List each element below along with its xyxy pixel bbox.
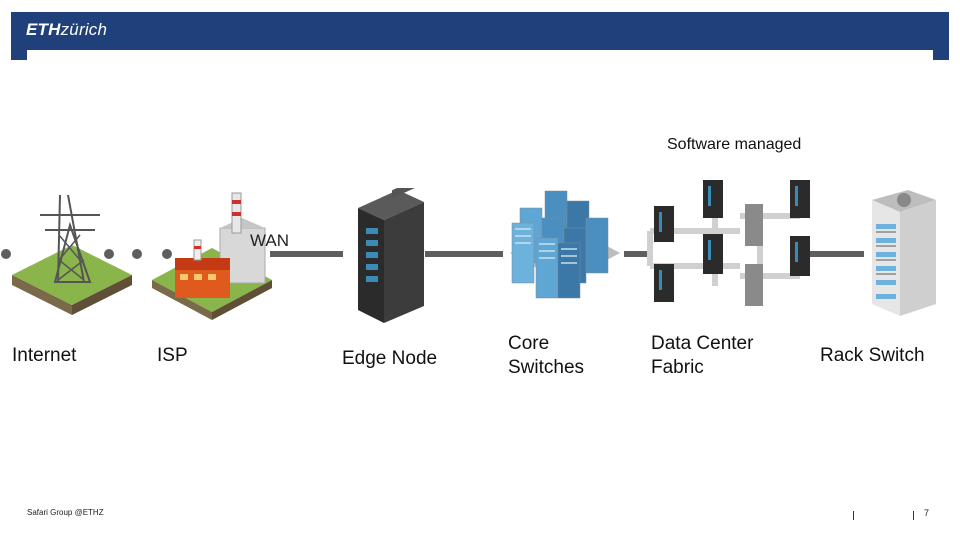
core-switches-label-line1: Core — [508, 333, 550, 354]
link-edge-core — [425, 251, 503, 257]
edge-node-label: Edge Node — [342, 348, 438, 369]
dot-2 — [104, 249, 114, 259]
software-managed-label: Software managed — [667, 136, 802, 153]
edge-server-icon — [358, 188, 424, 323]
fabric-label-line1: Data Center — [651, 333, 754, 354]
eth-logo: ETHzürich — [26, 20, 107, 40]
footer-divider-1 — [853, 511, 854, 520]
fabric-label-line2: Fabric — [651, 357, 704, 378]
rack-switch-label: Rack Switch — [820, 345, 925, 366]
page-number: 7 — [924, 508, 930, 518]
dot-1 — [1, 249, 11, 259]
fabric-topology-icon — [647, 180, 810, 306]
logo-light: zürich — [60, 20, 108, 39]
link-core-fabric — [624, 251, 649, 257]
wan-label: WAN — [250, 231, 290, 250]
header-left-edge — [11, 50, 27, 60]
dot-3 — [132, 249, 142, 259]
logo-bold: ETH — [26, 20, 61, 39]
power-tower-icon — [12, 194, 132, 315]
server-cluster-icon — [510, 190, 620, 299]
header-bar — [11, 12, 949, 50]
power-plant-icon — [152, 192, 272, 320]
connection-lines — [1, 249, 864, 259]
dot-4 — [162, 249, 172, 259]
isp-label: ISP — [157, 345, 188, 366]
header-right-edge — [933, 50, 949, 60]
footer-divider-2 — [913, 511, 914, 520]
footer-credit: Safari Group @ETHZ — [27, 508, 104, 517]
core-switches-label-line2: Switches — [508, 357, 585, 378]
link-fabric-rack — [808, 251, 864, 257]
link-isp-edge — [270, 251, 343, 257]
internet-label: Internet — [12, 345, 77, 366]
rack-switch-icon — [872, 190, 936, 316]
